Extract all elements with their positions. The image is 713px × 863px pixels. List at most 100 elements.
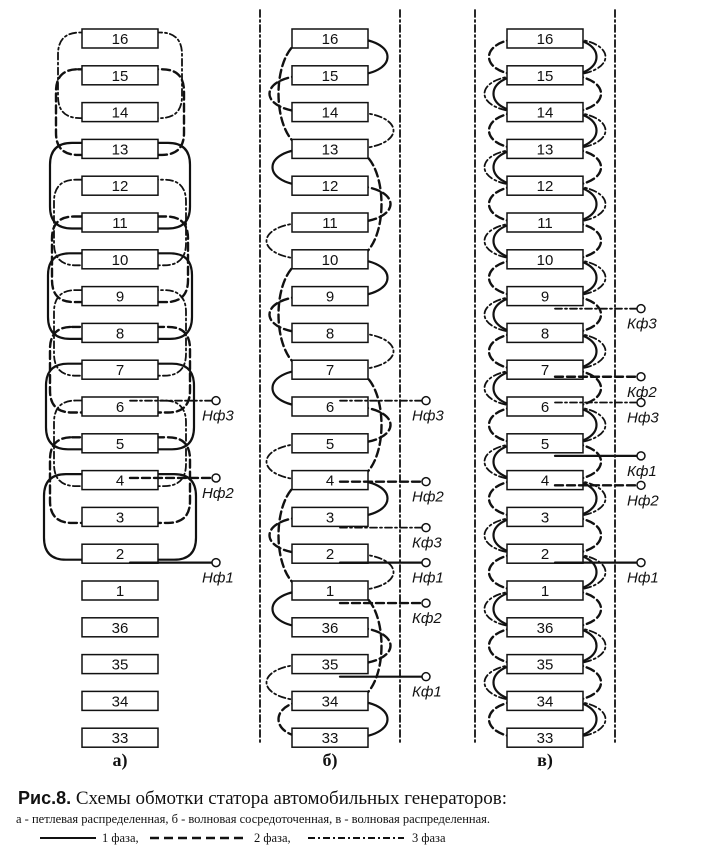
slot-box xyxy=(81,727,159,748)
slot: 6 xyxy=(291,396,369,417)
slot-box xyxy=(506,580,584,601)
slot-box xyxy=(81,653,159,675)
slot-number: 11 xyxy=(322,215,338,232)
slot-box xyxy=(81,65,159,86)
slot: 3 xyxy=(81,506,159,528)
coil-1 xyxy=(54,68,186,157)
slot: 9 xyxy=(506,285,584,307)
slot: 8 xyxy=(81,322,159,344)
slot-number: 14 xyxy=(112,105,129,122)
lead-4: Кф1 xyxy=(553,451,657,480)
slot-number: 1 xyxy=(326,583,334,600)
slot-number: 14 xyxy=(322,105,339,122)
slot-box xyxy=(506,690,584,712)
slot-number: 9 xyxy=(541,289,549,306)
slot-number: 15 xyxy=(112,68,129,85)
slot-number: 6 xyxy=(541,399,549,416)
lead-terminal xyxy=(421,395,431,406)
slot-number: 9 xyxy=(116,289,124,306)
slot: 33 xyxy=(81,727,159,748)
slot-box xyxy=(291,469,369,491)
slot-number: 12 xyxy=(112,178,129,195)
slot: 16 xyxy=(506,28,584,49)
lead-terminal xyxy=(211,557,221,568)
coil-4 xyxy=(50,215,190,304)
slot-number: 9 xyxy=(326,289,334,306)
slot-box xyxy=(506,65,584,86)
slot-number: 10 xyxy=(537,252,554,269)
slot: 2 xyxy=(506,543,584,564)
lead-2: Кф2 xyxy=(553,372,657,401)
slot-number: 35 xyxy=(537,657,554,674)
lead-label: Нф1 xyxy=(202,570,234,587)
slot: 15 xyxy=(81,65,159,86)
slot-number: 16 xyxy=(322,31,339,48)
legend-line-phase-1 xyxy=(40,837,96,839)
slot-number: 35 xyxy=(322,657,339,674)
slot-number: 11 xyxy=(112,215,128,232)
coil-8 xyxy=(44,362,196,451)
slot-box xyxy=(506,138,584,160)
slot-number: 12 xyxy=(322,178,339,195)
slot-number: 33 xyxy=(537,730,554,747)
lead-label: Кф2 xyxy=(412,610,442,627)
slot-number: 34 xyxy=(112,693,129,710)
lead-terminal xyxy=(636,480,646,491)
lead-label: Нф3 xyxy=(202,408,234,425)
figure-title: Схемы обмотки статора автомобильных гене… xyxy=(75,788,508,809)
slot: 16 xyxy=(81,28,159,49)
slot-box xyxy=(506,727,584,748)
slot-box xyxy=(81,285,159,307)
slot-box xyxy=(506,617,584,638)
lead-terminal xyxy=(636,372,646,382)
panel-label: б) xyxy=(323,750,338,771)
slot-box xyxy=(291,28,369,49)
lead-terminal xyxy=(636,451,646,461)
slot-number: 3 xyxy=(541,509,549,526)
slot-box xyxy=(291,580,369,601)
slot: 13 xyxy=(81,138,159,160)
lead-label: Нф2 xyxy=(202,485,234,502)
coil-11 xyxy=(42,473,198,561)
slot-box xyxy=(291,396,369,417)
lead-6: Кф1 xyxy=(338,671,442,701)
slot-number: 8 xyxy=(541,325,549,342)
slot: 14 xyxy=(291,101,369,123)
slot: 7 xyxy=(291,359,369,380)
slot-box xyxy=(81,617,159,638)
lead-label: Нф2 xyxy=(412,489,444,506)
slot-number: 5 xyxy=(541,436,549,453)
slot: 12 xyxy=(81,175,159,196)
figure-label: Рис.8. xyxy=(18,788,72,808)
slot-number: 8 xyxy=(116,325,124,342)
slot-box xyxy=(291,359,369,380)
slot-number: 36 xyxy=(322,620,339,637)
slot-box xyxy=(506,101,584,123)
slot-number: 15 xyxy=(322,68,339,85)
lead-2: Нф2 xyxy=(128,473,234,502)
slot-number: 34 xyxy=(322,693,339,710)
slot: 16 xyxy=(291,28,369,49)
slot-number: 6 xyxy=(116,399,124,416)
lead-label: Кф1 xyxy=(412,684,442,701)
slot: 10 xyxy=(506,249,584,270)
slot: 3 xyxy=(506,506,584,528)
lead-5: Кф2 xyxy=(338,598,442,627)
slot-box xyxy=(81,212,159,233)
slot: 1 xyxy=(291,580,369,601)
slot: 6 xyxy=(81,396,159,417)
slot-box xyxy=(291,433,369,454)
slot-box xyxy=(506,285,584,307)
slot-box xyxy=(291,543,369,564)
wave-long-3 xyxy=(298,147,383,261)
lead-terminal xyxy=(636,397,646,408)
coil-0 xyxy=(57,31,183,119)
slot: 35 xyxy=(81,653,159,675)
slot-box xyxy=(506,28,584,49)
slot-box xyxy=(506,506,584,528)
slot-number: 13 xyxy=(537,141,554,158)
slot-number: 8 xyxy=(326,325,334,342)
legend-label-phase-3: 3 фаза xyxy=(412,831,446,845)
wave-long-9 xyxy=(298,368,383,482)
wave-long-15 xyxy=(298,589,383,703)
